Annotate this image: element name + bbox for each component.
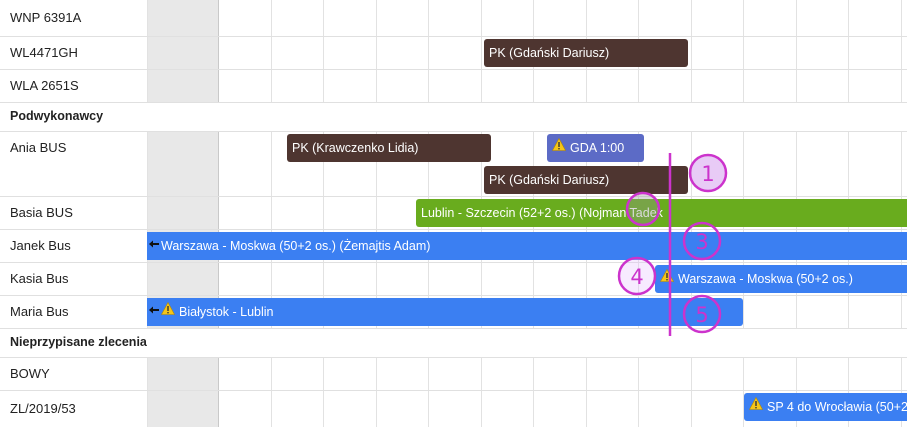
weekend-shading — [147, 0, 218, 102]
resource-label: Maria Bus — [10, 304, 69, 319]
event-label: SP 4 do Wrocławia (50+2 — [767, 400, 907, 414]
warning-icon — [748, 393, 764, 420]
event-bar[interactable]: GDA 1:00 — [547, 134, 644, 162]
event-label: PK (Krawczenko Lidia) — [292, 141, 419, 155]
grid-day-line — [147, 0, 148, 427]
event-label: Warszawa - Moskwa (50+2 os.) (Żemajtis A… — [161, 239, 431, 253]
group-header-row: Podwykonawcy — [0, 103, 907, 132]
resource-label: ZL/2019/53 — [10, 401, 76, 416]
resource-row[interactable]: Maria Bus — [0, 296, 907, 329]
warning-icon — [160, 298, 176, 325]
event-bar[interactable]: Warszawa - Moskwa (50+2 os.) — [655, 265, 907, 293]
grid-day-line — [271, 0, 272, 427]
weekend-shading — [147, 357, 218, 427]
event-label: Warszawa - Moskwa (50+2 os.) — [678, 272, 853, 286]
resource-label: Ania BUS — [10, 140, 67, 155]
resource-row[interactable]: Kasia Bus — [0, 263, 907, 296]
event-label: Lublin - Szczecin (52+2 os.) (Nojman Tad… — [421, 206, 663, 220]
resource-row[interactable]: Janek Bus — [0, 230, 907, 263]
warning-icon — [551, 134, 567, 161]
resource-label: Basia BUS — [10, 205, 73, 220]
resource-label: WLA 2651S — [10, 78, 79, 93]
resource-row[interactable]: ZL/2019/53 — [0, 391, 907, 427]
arrow-left-icon — [149, 232, 159, 259]
grid-day-line — [218, 0, 219, 427]
event-bar[interactable]: Warszawa - Moskwa (50+2 os.) (Żemajtis A… — [147, 232, 907, 260]
grid-day-line — [323, 0, 324, 427]
resource-label: Kasia Bus — [10, 271, 69, 286]
resource-label: BOWY — [10, 366, 50, 381]
event-bar[interactable]: PK (Krawczenko Lidia) — [287, 134, 491, 162]
event-label: GDA 1:00 — [570, 141, 625, 155]
resource-label: WNP 6391A — [10, 10, 82, 25]
event-bar[interactable]: PK (Gdański Dariusz) — [484, 166, 688, 194]
resource-row[interactable]: WNP 6391A — [0, 0, 907, 37]
group-header-row: Nieprzypisane zlecenia — [0, 329, 907, 358]
event-label: PK (Gdański Dariusz) — [489, 173, 610, 187]
group-header-label: Nieprzypisane zlecenia — [10, 335, 147, 349]
resource-row[interactable]: BOWY — [0, 358, 907, 391]
resource-label: Janek Bus — [10, 238, 71, 253]
resource-row[interactable]: Basia BUS — [0, 197, 907, 230]
event-bar[interactable]: Białystok - Lublin — [147, 298, 743, 326]
event-bar[interactable]: SP 4 do Wrocławia (50+2 — [744, 393, 907, 421]
arrow-left-icon — [149, 298, 159, 325]
weekend-shading — [147, 131, 218, 329]
resource-row[interactable]: WL4471GH — [0, 37, 907, 70]
group-header-label: Podwykonawcy — [10, 109, 104, 123]
grid-day-line — [376, 0, 377, 427]
resource-row[interactable]: Ania BUS — [0, 132, 907, 197]
resource-row[interactable]: WLA 2651S — [0, 70, 907, 103]
event-label: PK (Gdański Dariusz) — [489, 46, 610, 60]
event-label: Białystok - Lublin — [179, 305, 274, 319]
event-bar[interactable]: PK (Gdański Dariusz) — [484, 39, 688, 67]
warning-icon — [659, 265, 675, 292]
resource-label: WL4471GH — [10, 45, 78, 60]
event-bar[interactable]: Lublin - Szczecin (52+2 os.) (Nojman Tad… — [416, 199, 907, 227]
